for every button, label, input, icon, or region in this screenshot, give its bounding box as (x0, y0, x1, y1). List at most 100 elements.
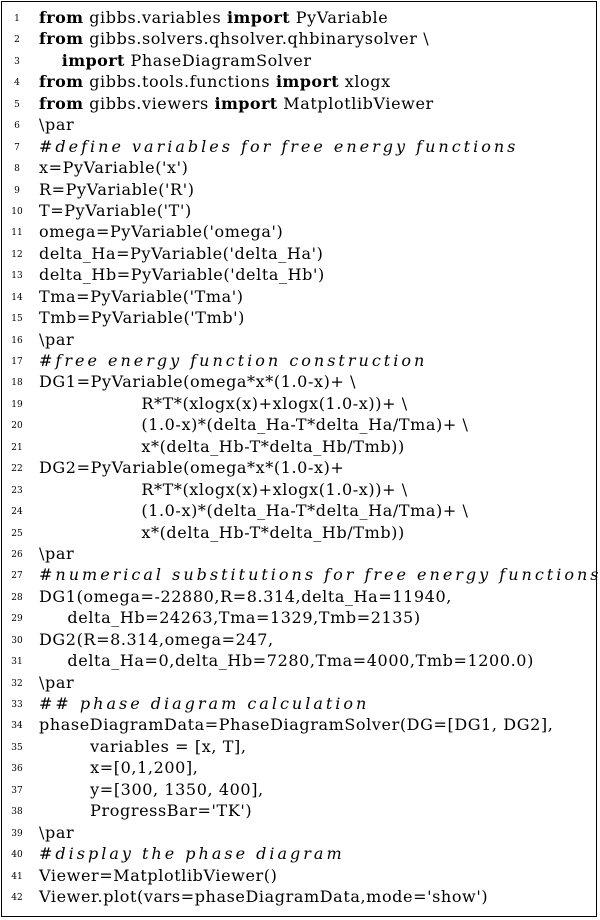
code-text: (1.0-x)*(delta_Ha-T*delta_Ha/Tma)+ \ (39, 500, 469, 521)
line-number: 1 (14, 14, 20, 24)
code-token: DG1(omega=-22880,R=8.314,delta_Ha=11940, (39, 586, 452, 606)
code-line: 6\par (2, 114, 598, 135)
comment-token: ## phase diagram calculation (39, 694, 370, 713)
code-line: 17 #free energy function construction (2, 350, 598, 371)
line-number: 30 (11, 635, 23, 646)
code-line: 33## phase diagram calculation (2, 693, 598, 714)
code-token: Tma=PyVariable('Tma') (39, 286, 244, 306)
line-number: 17 (11, 357, 23, 367)
code-line: 36 x=[0,1,200], (2, 757, 598, 778)
code-line: 31 delta_Ha=0,delta_Hb=7280,Tma=4000,Tmb… (2, 650, 598, 671)
code-token: DG1=PyVariable(omega*x*(1.0-x)+ \ (39, 372, 357, 392)
line-number: 2 (14, 35, 20, 46)
line-number: 32 (11, 678, 23, 689)
code-token: x*(delta_Hb-T*delta_Hb/Tmb)) (39, 436, 405, 456)
line-number: 16 (11, 335, 23, 346)
code-line: 35 variables = [x, T], (2, 736, 598, 757)
code-text: R*T*(xlogx(x)+xlogx(1.0-x))+ \ (39, 393, 408, 414)
code-line: 3 import PhaseDiagramSolver (2, 50, 598, 71)
code-token: phaseDiagramData=PhaseDiagramSolver(DG=[… (39, 715, 554, 735)
line-number: 35 (11, 742, 23, 753)
line-number: 25 (11, 528, 23, 539)
code-token: (1.0-x)*(delta_Ha-T*delta_Ha/Tma)+ \ (39, 415, 469, 435)
code-text: x*(delta_Hb-T*delta_Hb/Tmb)) (39, 436, 405, 457)
line-number: 21 (11, 442, 23, 453)
code-token: gibbs.variables (83, 8, 227, 27)
line-number: 23 (11, 485, 23, 496)
line-number: 7 (14, 142, 20, 153)
line-number: 9 (14, 185, 20, 196)
code-token: x=PyVariable('x') (39, 158, 189, 178)
line-number: 5 (14, 99, 20, 110)
code-token: gibbs.solvers.qhsolver.qhbinarysolver \ (83, 29, 430, 49)
line-number: 10 (11, 206, 23, 217)
code-text: (1.0-x)*(delta_Ha-T*delta_Ha/Tma)+ \ (39, 414, 469, 435)
code-line: 19 R*T*(xlogx(x)+xlogx(1.0-x))+ \ (2, 393, 598, 414)
code-line: 2 from gibbs.solvers.qhsolver.qhbinarysol… (2, 28, 598, 49)
code-text: from gibbs.solvers.qhsolver.qhbinarysolv… (39, 28, 429, 49)
code-text: ## phase diagram calculation (39, 693, 369, 714)
code-token: \par (39, 672, 75, 692)
comment-token: #free energy function construction (39, 351, 428, 370)
line-number: 27 (11, 571, 23, 582)
line-number: 8 (14, 164, 20, 175)
code-token: delta_Hb=PyVariable('delta_Hb') (39, 265, 325, 285)
line-number: 4 (14, 78, 20, 89)
code-line: 8 x=PyVariable('x') (2, 157, 598, 178)
code-text: import PhaseDiagramSolver (39, 50, 312, 71)
comment-token: #numerical substitutions for free energy… (39, 565, 598, 585)
code-text: y=[300, 1350, 400], (39, 779, 264, 800)
code-token: delta_Hb=24263,Tma=1329,Tmb=2135) (39, 608, 421, 628)
keyword-token: from (39, 72, 84, 92)
code-line: 4 from gibbs.tools.functions import xlogx (2, 71, 598, 92)
code-token: T=PyVariable('T') (39, 200, 192, 220)
code-token: \par (39, 543, 75, 563)
code-text: x=[0,1,200], (39, 757, 198, 778)
code-text: DG2(R=8.314,omega=247, (39, 629, 274, 650)
line-number: 26 (11, 549, 23, 560)
code-token: Viewer.plot(vars=phaseDiagramData,mode='… (39, 886, 489, 906)
code-token: R*T*(xlogx(x)+xlogx(1.0-x))+ \ (39, 479, 408, 499)
code-token: PhaseDiagramSolver (124, 50, 312, 70)
code-text: variables = [x, T], (39, 736, 247, 757)
code-text: Tma=PyVariable('Tma') (39, 286, 244, 307)
code-token: \par (39, 329, 75, 349)
keyword-token: import (226, 8, 291, 27)
code-line: 12 delta_Ha=PyVariable('delta_Ha') (2, 243, 598, 264)
code-text: \par (39, 822, 74, 843)
code-token: PyVariable (290, 8, 389, 27)
line-number: 29 (11, 614, 23, 625)
code-text: #display the phase diagram (39, 843, 345, 864)
code-token (39, 51, 62, 70)
line-number: 15 (11, 314, 23, 325)
line-number: 38 (11, 807, 23, 818)
comment-token: #define variables for free energy functi… (39, 136, 519, 156)
code-text: \par (39, 114, 74, 135)
code-line: 27 #numerical substitutions for free ener… (2, 564, 598, 585)
code-text: DG1=PyVariable(omega*x*(1.0-x)+ \ (39, 371, 356, 392)
code-text: delta_Ha=PyVariable('delta_Ha') (39, 243, 323, 264)
comment-token: #display the phase diagram (39, 844, 345, 864)
line-number: 20 (11, 421, 23, 432)
code-line: 30 DG2(R=8.314,omega=247, (2, 629, 598, 650)
code-text: from gibbs.tools.functions import xlogx (39, 71, 391, 92)
line-number: 14 (11, 292, 23, 303)
code-text: \par (39, 672, 74, 693)
keyword-token: import (61, 50, 125, 70)
code-text: delta_Hb=PyVariable('delta_Hb') (39, 264, 325, 285)
line-number: 12 (11, 249, 23, 260)
code-text: delta_Ha=0,delta_Hb=7280,Tma=4000,Tmb=12… (39, 650, 534, 671)
keyword-token: from (39, 8, 84, 27)
line-number: 41 (11, 871, 23, 882)
line-number: 39 (11, 828, 23, 839)
code-line: 20 (1.0-x)*(delta_Ha-T*delta_Ha/Tma)+ \ (2, 414, 598, 435)
code-token: x*(delta_Hb-T*delta_Hb/Tmb)) (39, 522, 405, 542)
line-number: 22 (11, 464, 23, 475)
